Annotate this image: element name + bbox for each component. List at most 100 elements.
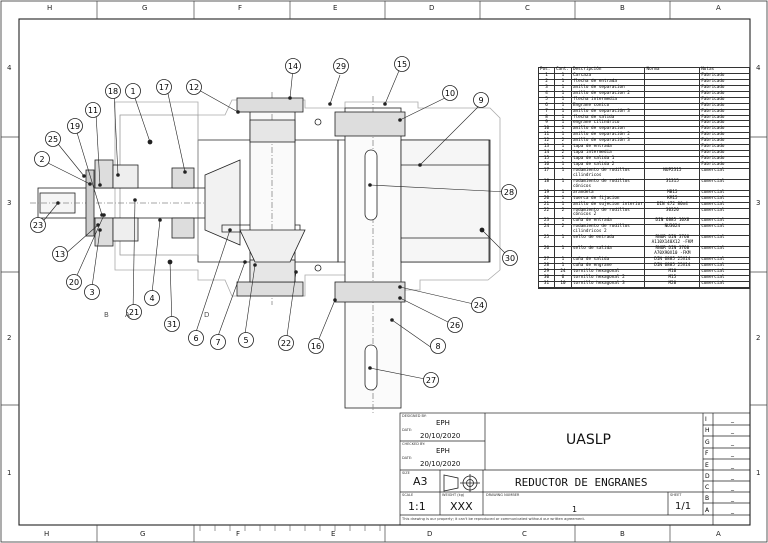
bom-cell-pos: 17 bbox=[538, 167, 555, 180]
balloon-9: 9 bbox=[473, 92, 489, 108]
svg-text:20: 20 bbox=[69, 278, 79, 287]
bom-cell-pos: 25 bbox=[538, 235, 555, 248]
drawing-number-value: 1 bbox=[572, 505, 578, 514]
bom-cell-qty: 1 bbox=[553, 195, 572, 203]
bom-cell-qty: 1 bbox=[553, 201, 572, 209]
date-label-1: DATE: bbox=[402, 428, 413, 432]
revision-value-e: _ bbox=[731, 462, 734, 469]
balloon-5: 5 bbox=[238, 332, 254, 348]
svg-text:2: 2 bbox=[39, 155, 44, 164]
bom-cell-pos bbox=[538, 286, 555, 289]
svg-text:17: 17 bbox=[159, 83, 169, 92]
svg-text:D: D bbox=[204, 311, 209, 319]
bom-cell-qty: 2 bbox=[553, 150, 572, 158]
bom-cell-notes: comercial bbox=[699, 178, 750, 191]
designed-by-label: DESIGNED BY: bbox=[402, 414, 427, 418]
bom-cell-notes: comercial bbox=[699, 218, 750, 226]
projection-symbol-icon bbox=[443, 474, 480, 492]
svg-text:A: A bbox=[125, 311, 130, 319]
svg-text:28: 28 bbox=[504, 188, 514, 197]
bom-cell-standard: 31315 bbox=[644, 178, 701, 191]
svg-text:3: 3 bbox=[89, 288, 94, 297]
zone-bottom-e: E bbox=[331, 530, 336, 538]
svg-text:19: 19 bbox=[70, 122, 80, 131]
gearbox-section-view bbox=[30, 92, 501, 415]
bom-cell-description bbox=[570, 286, 646, 289]
bom-cell-notes: comercial bbox=[699, 246, 750, 258]
bom-cell-qty: 1 bbox=[553, 189, 572, 197]
revision-letter-e: E bbox=[705, 462, 709, 469]
bom-cell-qty: 1 bbox=[553, 132, 572, 140]
svg-text:21: 21 bbox=[129, 308, 139, 317]
bom-cell-pos: 18 bbox=[538, 178, 555, 191]
svg-text:B: B bbox=[104, 311, 109, 319]
zone-left-2: 2 bbox=[7, 334, 12, 342]
bom-cell-notes: Fabricado bbox=[699, 132, 750, 140]
size-value: A3 bbox=[413, 475, 428, 488]
date-label-2: DATE: bbox=[402, 456, 413, 460]
bom-cell-notes: Fabricado bbox=[699, 150, 750, 158]
balloon-4: 4 bbox=[144, 290, 160, 306]
weight-label: WEIGHT (kg) bbox=[442, 493, 465, 497]
balloon-14: 14 bbox=[285, 58, 301, 74]
bom-cell-qty: 1 bbox=[553, 218, 572, 226]
bom-cell-notes: comercial bbox=[699, 195, 750, 203]
scale-value: 1:1 bbox=[408, 500, 426, 513]
revision-letter-c: C bbox=[705, 484, 710, 491]
balloon-20: 20 bbox=[66, 274, 82, 290]
svg-text:8: 8 bbox=[435, 342, 440, 351]
svg-text:14: 14 bbox=[288, 62, 298, 71]
zone-bottom-a: A bbox=[716, 530, 721, 538]
revision-value-i: _ bbox=[731, 416, 734, 423]
balloon-10: 10 bbox=[442, 85, 458, 101]
section-labels: B A D bbox=[104, 311, 209, 319]
svg-text:7: 7 bbox=[215, 338, 220, 347]
bom-cell-notes: Fabricado bbox=[699, 138, 750, 146]
bom-cell-description: sello de entrada bbox=[570, 235, 646, 248]
bom-row bbox=[538, 286, 750, 289]
zone-bottom-h: H bbox=[44, 530, 50, 538]
zone-top-f: F bbox=[238, 4, 243, 12]
bom-cell-notes: comercial bbox=[699, 167, 750, 180]
revision-value-c: _ bbox=[731, 484, 734, 491]
balloon-31: 31 bbox=[164, 316, 180, 332]
bom-cell-qty: 1 bbox=[553, 246, 572, 258]
revision-value-f: _ bbox=[731, 450, 734, 457]
balloon-16: 16 bbox=[308, 338, 324, 354]
zone-bottom-g: G bbox=[140, 530, 146, 538]
zone-top-g: G bbox=[142, 4, 148, 12]
svg-text:18: 18 bbox=[108, 87, 118, 96]
revision-letter-b: B bbox=[705, 495, 710, 502]
scale-label: SCALE bbox=[402, 493, 414, 497]
balloon-25: 25 bbox=[45, 131, 61, 147]
balloon-6: 6 bbox=[188, 330, 204, 346]
bom-cell-notes: comercial bbox=[699, 235, 750, 248]
bom-cell-notes: Fabricado bbox=[699, 162, 750, 169]
bom-cell-notes: Fabricado bbox=[699, 144, 750, 152]
bom-cell-qty: 1 bbox=[553, 178, 572, 191]
balloon-28: 28 bbox=[501, 184, 517, 200]
balloon-19: 19 bbox=[67, 118, 83, 134]
balloon-1: 1 bbox=[125, 83, 141, 99]
bom-cell-standard: RNOR DIN 3760 A70X90X10 -FKM bbox=[644, 246, 701, 258]
revision-letter-i: I bbox=[705, 416, 707, 423]
balloon-12: 12 bbox=[186, 79, 202, 95]
bom-cell-description: rodamiento de rodillos cilindricos bbox=[570, 167, 646, 180]
zone-bottom-b: B bbox=[620, 530, 625, 538]
bom-cell-qty: 2 bbox=[553, 138, 572, 146]
balloon-17: 17 bbox=[156, 79, 172, 95]
revision-letter-d: D bbox=[705, 473, 710, 480]
balloon-11: 11 bbox=[85, 102, 101, 118]
svg-text:24: 24 bbox=[474, 301, 484, 310]
svg-text:12: 12 bbox=[189, 83, 199, 92]
bom-cell-description: sello de salida bbox=[570, 246, 646, 258]
leader-lines bbox=[39, 65, 511, 381]
